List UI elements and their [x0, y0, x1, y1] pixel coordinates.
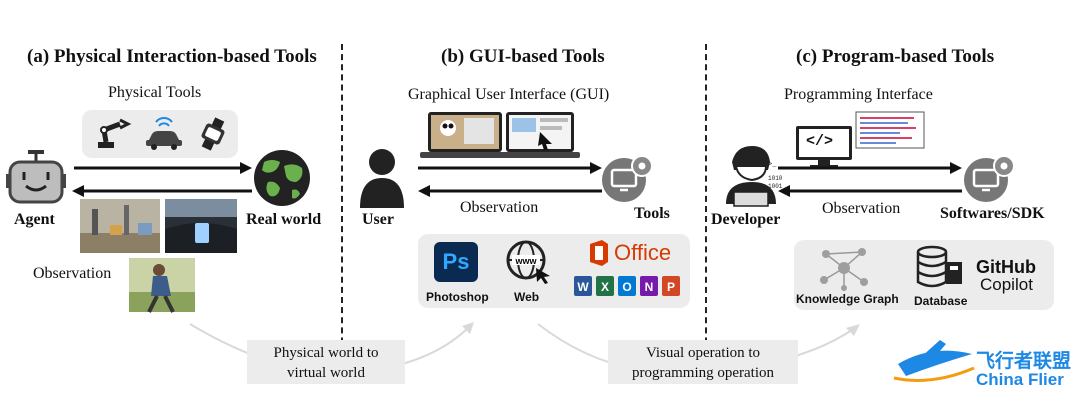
gui-label: Graphical User Interface (GUI): [408, 86, 610, 103]
web-globe-icon: www: [506, 240, 550, 284]
connected-car-icon: [146, 117, 182, 150]
developer-icon: >_ 1010 1001: [726, 146, 783, 207]
photoshop-label: Photoshop: [426, 290, 489, 304]
knowledge-graph-label: Knowledge Graph: [796, 292, 899, 306]
softwares-label: Softwares/SDK: [940, 205, 1045, 222]
runner-photo: [129, 258, 195, 313]
laptop-gui-icon-2: [500, 112, 580, 158]
physical-tools-panel: [82, 110, 238, 158]
real-world-label: Real world: [246, 211, 322, 228]
robot-lab-photo: [80, 199, 160, 253]
observation-label-c: Observation: [822, 200, 901, 217]
svg-text:W: W: [577, 280, 589, 294]
watermark-en: China Flier: [976, 370, 1064, 389]
tools-label: Tools: [634, 205, 670, 222]
github-label: GitHub: [976, 257, 1036, 277]
physical-tools-label: Physical Tools: [108, 84, 202, 101]
office-logo-icon: [590, 240, 608, 266]
agent-label: Agent: [14, 211, 55, 228]
gui-apps-panel: Ps Photoshop www Web Office W X O N P: [418, 234, 690, 308]
svg-text:P: P: [667, 280, 675, 294]
transition-visual-to-programming: Visual operation to programming operatio…: [608, 340, 798, 384]
transition-1-line1: Physical world to: [273, 345, 379, 361]
database-icon: [916, 245, 962, 288]
code-glyph: </>: [806, 133, 834, 150]
watermark-cn: 飞行者联盟: [976, 350, 1072, 372]
agent-world-arrows: [72, 162, 252, 197]
robot-arm-icon: [98, 118, 132, 148]
developer-softwares-arrows: [778, 162, 962, 197]
photoshop-icon: Ps: [434, 242, 478, 282]
transition-1-line2: virtual world: [287, 365, 365, 381]
tools-gear-icon: [602, 155, 653, 202]
svg-text:O: O: [622, 280, 631, 294]
database-label: Database: [914, 294, 968, 308]
section-b-title: (b) GUI-based Tools: [441, 46, 605, 67]
transition-2-line2: programming operation: [631, 365, 775, 381]
transition-physical-to-virtual: Physical world to virtual world: [247, 340, 405, 384]
user-tools-arrows: [418, 162, 602, 197]
program-apps-panel: Knowledge Graph Database GitHub Copilot: [794, 240, 1054, 310]
programming-interface-label: Programming Interface: [784, 86, 933, 103]
copilot-label: Copilot: [980, 275, 1033, 294]
section-a-title: (a) Physical Interaction-based Tools: [27, 46, 317, 67]
laptop-gui-icon-1: [420, 112, 510, 158]
svg-text:www: www: [514, 256, 537, 266]
office-label: Office: [614, 240, 672, 265]
knowledge-graph-icon: [820, 248, 868, 291]
softwares-gear-icon: [964, 155, 1015, 202]
section-divider-2: [705, 44, 707, 384]
agent-robot-icon: [6, 150, 66, 204]
section-divider-1: [341, 44, 343, 384]
developer-label: Developer: [711, 211, 781, 228]
observation-label-b: Observation: [460, 199, 539, 216]
code-monitor-icon: [796, 111, 925, 168]
svg-text:1001: 1001: [768, 183, 783, 190]
svg-text:1010: 1010: [768, 175, 783, 182]
globe-icon: [254, 150, 310, 206]
smartwatch-icon: [201, 117, 225, 151]
car-dashboard-photo: [165, 199, 237, 253]
office-apps-icons: W X O N P: [574, 276, 680, 296]
user-icon: [360, 149, 404, 208]
svg-text:N: N: [645, 280, 654, 294]
web-label: Web: [514, 290, 540, 304]
svg-text:X: X: [601, 280, 609, 294]
observation-label-a: Observation: [33, 265, 112, 282]
user-label: User: [362, 211, 394, 228]
transition-2-line1: Visual operation to: [645, 345, 761, 361]
section-c-title: (c) Program-based Tools: [796, 46, 995, 67]
airplane-logo-icon: [893, 340, 975, 382]
svg-text:>_: >_: [768, 161, 777, 169]
